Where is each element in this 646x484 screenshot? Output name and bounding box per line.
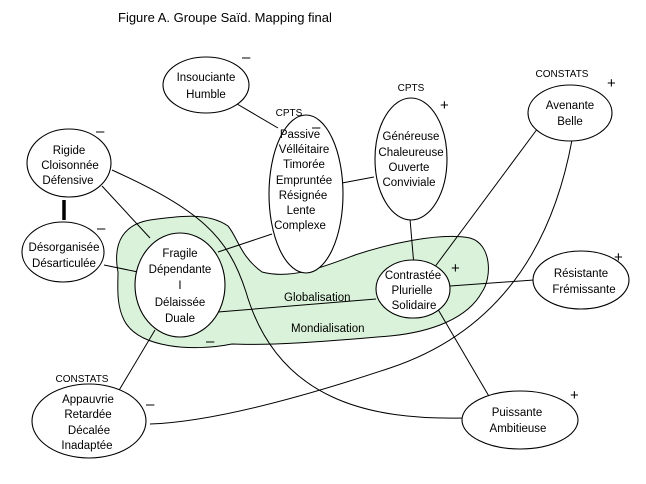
node-line: Cloisonnée	[41, 160, 99, 172]
node-line: Résignée	[279, 190, 328, 202]
node-line: Humble	[186, 89, 226, 101]
node-line: I	[178, 280, 181, 292]
edge-contrastee-puissante	[435, 305, 491, 399]
node-line: Frémissante	[552, 284, 615, 296]
node-line: Timorée	[283, 159, 325, 171]
node-line: Ouverte	[389, 162, 430, 174]
node-line: Fragile	[162, 248, 197, 260]
node-line: Désorganisée	[29, 242, 100, 254]
sign-minus: –	[96, 123, 105, 140]
node-fragile[interactable]: – Fragile Dépendante I Délaissée Duale	[134, 232, 226, 350]
sign-plus: +	[614, 249, 623, 266]
node-line: Plurielle	[392, 285, 433, 297]
node-line: Solidaire	[392, 300, 437, 312]
node-insouciante[interactable]: Insouciante Humble –	[162, 49, 251, 114]
node-line: Complexe	[274, 220, 326, 232]
sign-minus: –	[206, 333, 215, 350]
edge-rigide-fragile	[101, 185, 151, 239]
node-line: Dépendante	[149, 264, 212, 276]
edge-avenante-appauvrie	[149, 139, 573, 425]
cpts-tag: CPTS	[398, 83, 425, 94]
sign-minus: –	[146, 396, 155, 413]
cpts-tag: CPTS	[276, 108, 303, 119]
sign-plus: +	[440, 97, 449, 114]
node-line: Retardée	[64, 409, 111, 421]
edge-globalisation	[217, 298, 377, 313]
edge-contrastee-resistante	[449, 279, 535, 287]
node-line: Chaleureuse	[378, 147, 443, 159]
sign-minus: –	[97, 220, 106, 237]
node-line: Délaissée	[155, 297, 206, 309]
edge-passive-fragile	[217, 233, 273, 253]
node-genereuse[interactable]: CPTS + Généreuse Chaleureuse Ouverte Con…	[374, 83, 449, 221]
node-line: Résistante	[554, 268, 608, 280]
constats-tag: CONSTATS	[56, 374, 109, 385]
node-desorganisee[interactable]: – Désorganisée Désarticulée	[21, 220, 106, 283]
node-line: Désarticulée	[32, 258, 96, 270]
node-line: Conviviale	[382, 177, 435, 189]
node-passive[interactable]: CPTS – Passive Vélléitaire Timorée Empru…	[268, 108, 344, 274]
sign-minus: –	[312, 119, 321, 136]
node-resistante[interactable]: + Résistante Frémissante	[532, 249, 630, 310]
edge-desorganisee-fragile	[103, 264, 139, 273]
node-line: Lente	[287, 205, 316, 217]
sign-plus: +	[451, 260, 460, 277]
sign-plus: +	[607, 75, 616, 92]
edge-genereuse-contrastee	[409, 218, 415, 267]
node-appauvrie[interactable]: CONSTATS – Appauvrie Retardée Décalée In…	[31, 374, 155, 459]
edge-rigide-puissante	[111, 169, 465, 419]
node-line: Duale	[165, 313, 195, 325]
node-line: Puissante	[492, 407, 543, 419]
node-line: Contrastée	[385, 270, 441, 282]
node-line: Inadaptée	[61, 440, 112, 452]
node-line: Généreuse	[383, 131, 440, 143]
node-line: Rigide	[53, 145, 86, 157]
node-line: Décalée	[68, 425, 110, 437]
node-rigide[interactable]: – Rigide Cloisonnée Défensive	[26, 123, 112, 198]
node-line: Défensive	[42, 175, 93, 187]
node-puissante[interactable]: + Puissante Ambitieuse	[461, 387, 579, 450]
node-line: Insouciante	[177, 72, 236, 84]
node-line: Appauvrie	[62, 394, 114, 406]
edge-insouciante-passive	[231, 100, 279, 129]
edge-passive-genereuse	[341, 176, 375, 184]
constats-tag: CONSTATS	[536, 69, 589, 80]
node-line: Vélléitaire	[279, 144, 330, 156]
figure-title: Figure A. Groupe Saïd. Mapping final	[118, 10, 332, 25]
sign-plus: +	[570, 387, 579, 404]
node-line: Ambitieuse	[490, 423, 547, 435]
globalisation-label: Globalisation	[284, 292, 350, 304]
mondialisation-label: Mondialisation	[291, 323, 365, 335]
node-line: Avenante	[546, 100, 594, 112]
node-avenante[interactable]: CONSTATS + Avenante Belle	[527, 69, 616, 142]
node-contrastee[interactable]: + Contrastée Plurielle Solidaire	[375, 259, 460, 319]
node-line: Passive	[280, 129, 320, 141]
edge-avenante-contrastee	[433, 127, 539, 269]
edge-fragile-appauvrie	[117, 329, 156, 393]
node-line: Empruntée	[276, 175, 332, 187]
sign-minus: –	[242, 49, 251, 66]
node-line: Belle	[557, 116, 583, 128]
